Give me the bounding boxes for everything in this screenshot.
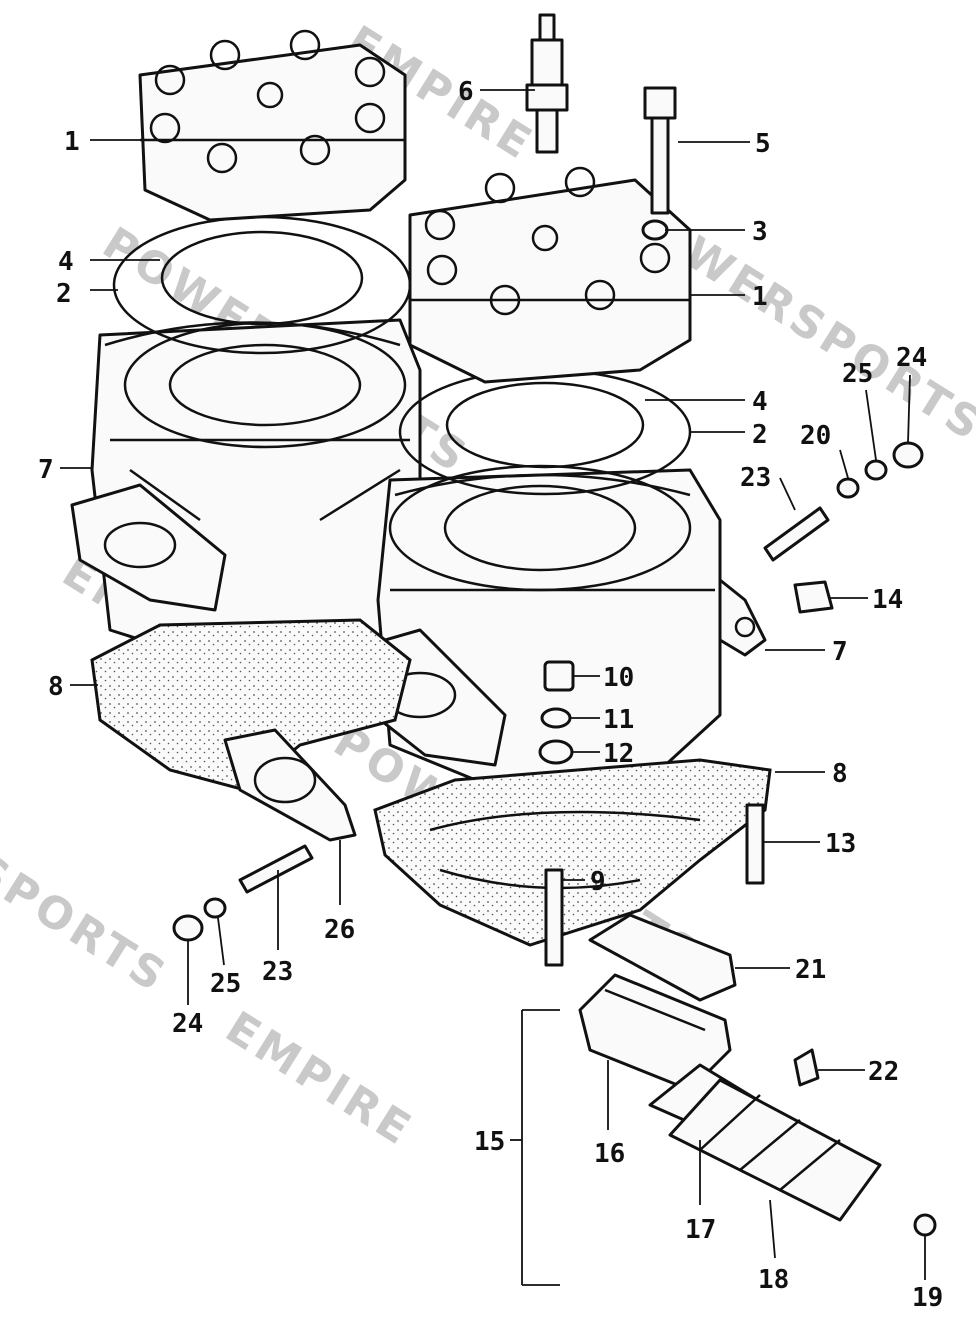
right-o-ring [445, 381, 645, 469]
reed-block-16 [578, 973, 732, 1092]
left-cylinder [70, 318, 422, 670]
callout-7: 7 [832, 637, 848, 667]
callout-23: 23 [262, 957, 293, 987]
nut-24-left [172, 914, 204, 942]
callout-21: 21 [795, 955, 826, 985]
washer-11 [540, 707, 572, 729]
callout-4: 4 [58, 247, 74, 277]
callout-3: 3 [752, 217, 768, 247]
callout-17: 17 [685, 1215, 716, 1245]
washer-25-left [203, 897, 227, 919]
callout-25: 25 [842, 359, 873, 389]
callout-11: 11 [603, 705, 634, 735]
watermark-text: EMPIRE [217, 1002, 422, 1157]
callout-24: 24 [172, 1009, 203, 1039]
callout-23: 23 [740, 463, 771, 493]
callout-2: 2 [752, 420, 768, 450]
callout-4: 4 [752, 387, 768, 417]
stud-23-left [238, 844, 314, 894]
callout-24: 24 [896, 343, 927, 373]
washer-12 [538, 739, 574, 765]
callout-15: 15 [474, 1127, 505, 1157]
nut-24-right [892, 441, 924, 469]
callout-26: 26 [324, 915, 355, 945]
callout-19: 19 [912, 1283, 943, 1313]
leader-lines [60, 89, 926, 1286]
callout-25: 25 [210, 969, 241, 999]
callout-1: 1 [64, 127, 80, 157]
callout-5: 5 [755, 129, 771, 159]
callout-10: 10 [603, 663, 634, 693]
callout-18: 18 [758, 1265, 789, 1295]
left-cylinder-head [138, 29, 407, 222]
callout-12: 12 [603, 739, 634, 769]
callout-13: 13 [825, 829, 856, 859]
callout-labels: 1 1 2 2 3 4 4 5 6 7 7 8 8 9 10 11 12 13 … [38, 77, 943, 1313]
exhaust-gasket [223, 728, 357, 842]
washer-25-right [864, 459, 888, 481]
callout-14: 14 [872, 585, 903, 615]
callout-2: 2 [56, 279, 72, 309]
callout-1: 1 [752, 282, 768, 312]
stud-23-right [763, 506, 830, 562]
reed-gasket-21 [588, 913, 737, 1002]
callout-22: 22 [868, 1057, 899, 1087]
stud-13 [745, 803, 765, 885]
washer-20 [836, 477, 860, 499]
callout-8: 8 [48, 672, 64, 702]
callout-9: 9 [590, 867, 606, 897]
screw-19 [913, 1213, 937, 1237]
left-base-gasket [90, 618, 412, 792]
washer-3 [641, 219, 669, 241]
reed-stopper-18 [668, 1078, 882, 1222]
left-o-ring [160, 230, 364, 326]
screw-22 [793, 1048, 820, 1087]
callout-20: 20 [800, 421, 831, 451]
spark-plug [525, 13, 569, 154]
flange-nut-14 [793, 580, 834, 614]
callout-8: 8 [832, 759, 848, 789]
callout-16: 16 [594, 1139, 625, 1169]
stud-9 [544, 868, 564, 967]
callout-6: 6 [458, 77, 474, 107]
right-cylinder-head [408, 166, 692, 384]
callout-7: 7 [38, 455, 54, 485]
watermark-text: POWERSPORTS [0, 737, 177, 1003]
head-bolt [643, 86, 677, 215]
nut-10 [543, 660, 575, 692]
right-base-gasket [373, 758, 772, 947]
